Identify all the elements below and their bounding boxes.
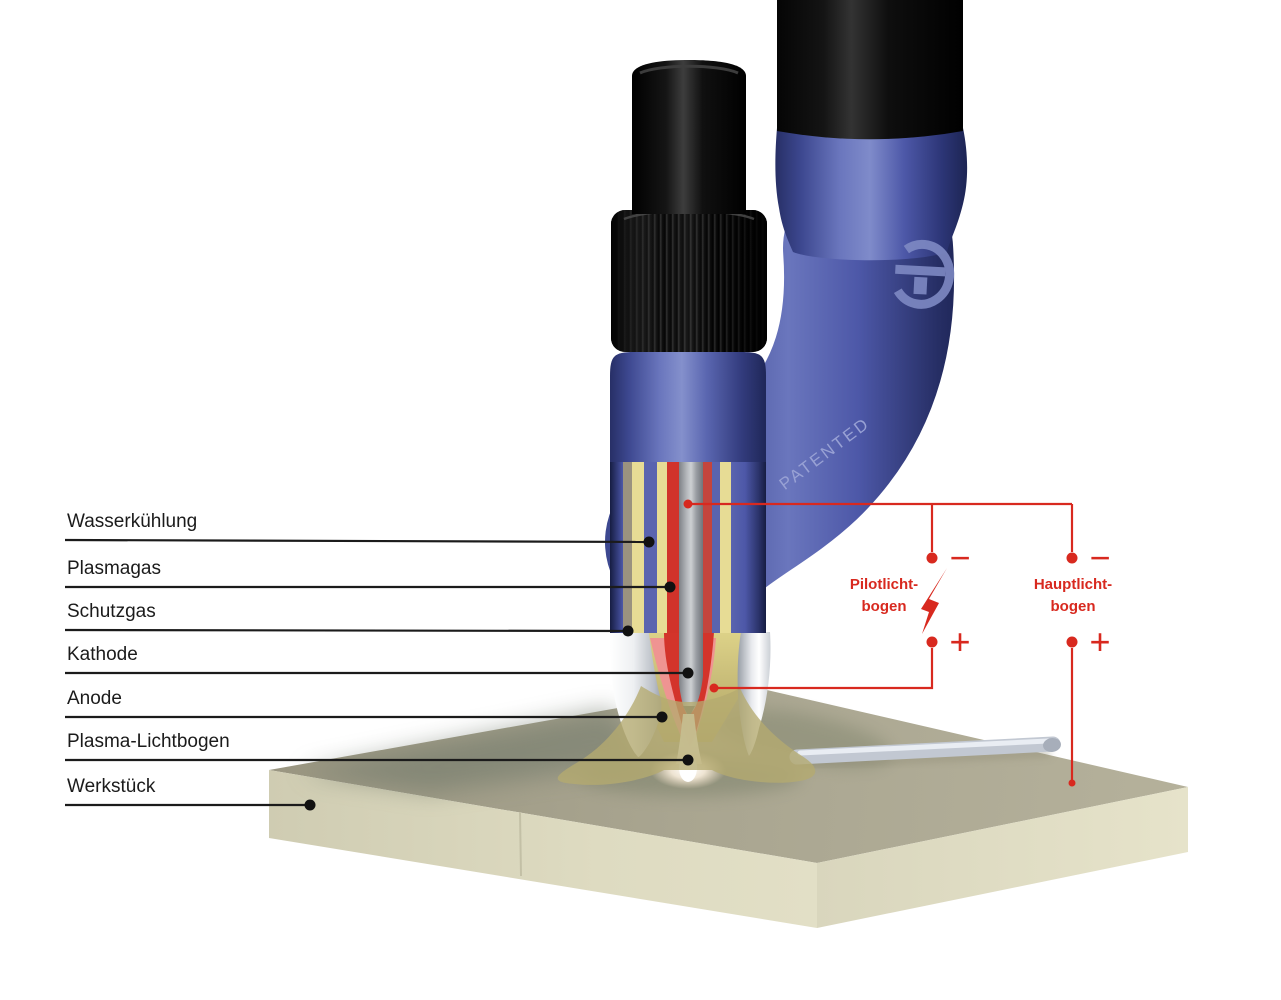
pilot-minus-node	[926, 552, 938, 564]
adjustment-knob	[611, 209, 767, 352]
label-anode: Anode	[67, 688, 122, 709]
plasmagas-channel-right	[703, 456, 712, 633]
brand-logo-icon	[893, 239, 955, 309]
liner-sleeve	[623, 456, 632, 633]
arc-circuit	[688, 502, 1074, 780]
lightning-bolt-icon	[921, 568, 947, 634]
workpiece-front-face	[269, 770, 817, 928]
main-minus-node	[1066, 552, 1078, 564]
main-plus-icon: +	[1089, 621, 1111, 662]
callout-leaders	[64, 538, 688, 807]
body-shoulder	[610, 352, 766, 462]
electrode-shaft	[679, 456, 703, 633]
watercooling-channel-right	[712, 456, 720, 633]
circuit-tap-workpiece	[1068, 779, 1076, 787]
pilot-arc-label-line1: Pilotlicht-	[849, 576, 919, 593]
pilot-plus-node	[926, 636, 938, 648]
weld-bead	[789, 736, 1061, 765]
shieldgas-channel-left	[632, 456, 644, 633]
leader-schutzgas	[64, 628, 629, 633]
label-plasma-lichtbogen: Plasma-Lichtbogen	[67, 731, 230, 752]
top-cap	[632, 60, 746, 214]
pilot-arc-label: Pilotlicht- bogen	[814, 574, 954, 618]
sleeve	[775, 128, 968, 261]
workpiece-seam-line	[519, 811, 522, 877]
torch-cutaway-channels	[610, 456, 766, 633]
pilot-minus-icon: −	[949, 537, 971, 578]
shieldgas-channel-right	[720, 456, 731, 633]
pilot-arc-label-line2: bogen	[861, 598, 907, 615]
label-kathode: Kathode	[67, 644, 138, 665]
arc-circuit-nodes	[683, 499, 1078, 787]
main-arc-label: Hauptlicht- bogen	[1003, 574, 1143, 618]
label-werkstueck: Werkstück	[67, 776, 156, 797]
circuit-tap-electrode	[683, 499, 693, 509]
torch-body: PATENTED	[605, 0, 968, 633]
workpiece-right-face	[817, 787, 1188, 928]
handle-tube-black	[777, 0, 963, 140]
label-plasmagas: Plasmagas	[67, 558, 161, 579]
main-arc-label-line2: bogen	[1050, 598, 1096, 615]
label-wasserkuehlung: Wasserkühlung	[67, 511, 198, 532]
callout-dots	[304, 536, 694, 811]
body-wall-left	[610, 456, 623, 633]
torch-shadow-on-plate	[300, 708, 648, 792]
main-minus-icon: −	[1089, 537, 1111, 578]
pilot-plus-icon: +	[949, 621, 971, 662]
leader-wasserkuehlung	[64, 538, 650, 544]
circuit-tap-anode	[709, 683, 719, 693]
body-wall-right	[731, 456, 766, 633]
main-arc-label-line1: Hauptlicht-	[1033, 576, 1113, 593]
label-schutzgas: Schutzgas	[67, 601, 156, 622]
gas-liner-left	[657, 456, 667, 633]
plasmagas-channel-left	[667, 456, 679, 633]
weld-bead-shadow	[801, 749, 1051, 768]
pilot-wire-lower	[714, 648, 934, 690]
main-plus-node	[1066, 636, 1078, 648]
